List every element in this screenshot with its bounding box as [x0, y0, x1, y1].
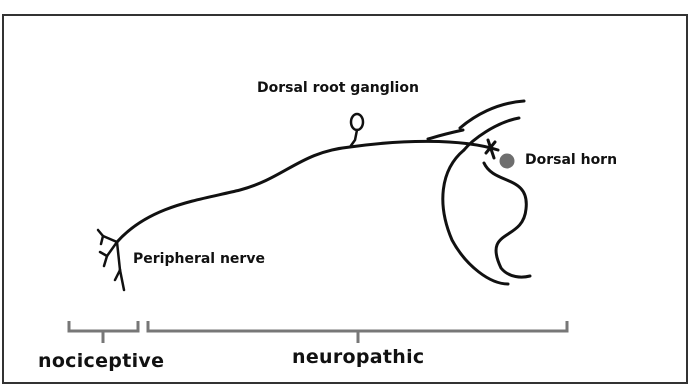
nociceptive-label: nociceptive — [38, 350, 164, 372]
dorsal-root-ganglion-label: Dorsal root ganglion — [257, 80, 419, 96]
dorsal-root-ganglion — [350, 114, 363, 147]
dorsal-horn-label: Dorsal horn — [525, 152, 617, 168]
nerve-fiber — [117, 141, 498, 242]
nociceptive-bracket — [69, 321, 138, 343]
dorsal-horn-dot — [500, 154, 515, 169]
neuropathic-label: neuropathic — [292, 346, 424, 368]
peripheral-nerve-label: Peripheral nerve — [133, 251, 265, 267]
diagram-border — [3, 15, 687, 383]
neuropathic-bracket — [148, 321, 567, 343]
spinal-cord-outline — [428, 101, 530, 284]
